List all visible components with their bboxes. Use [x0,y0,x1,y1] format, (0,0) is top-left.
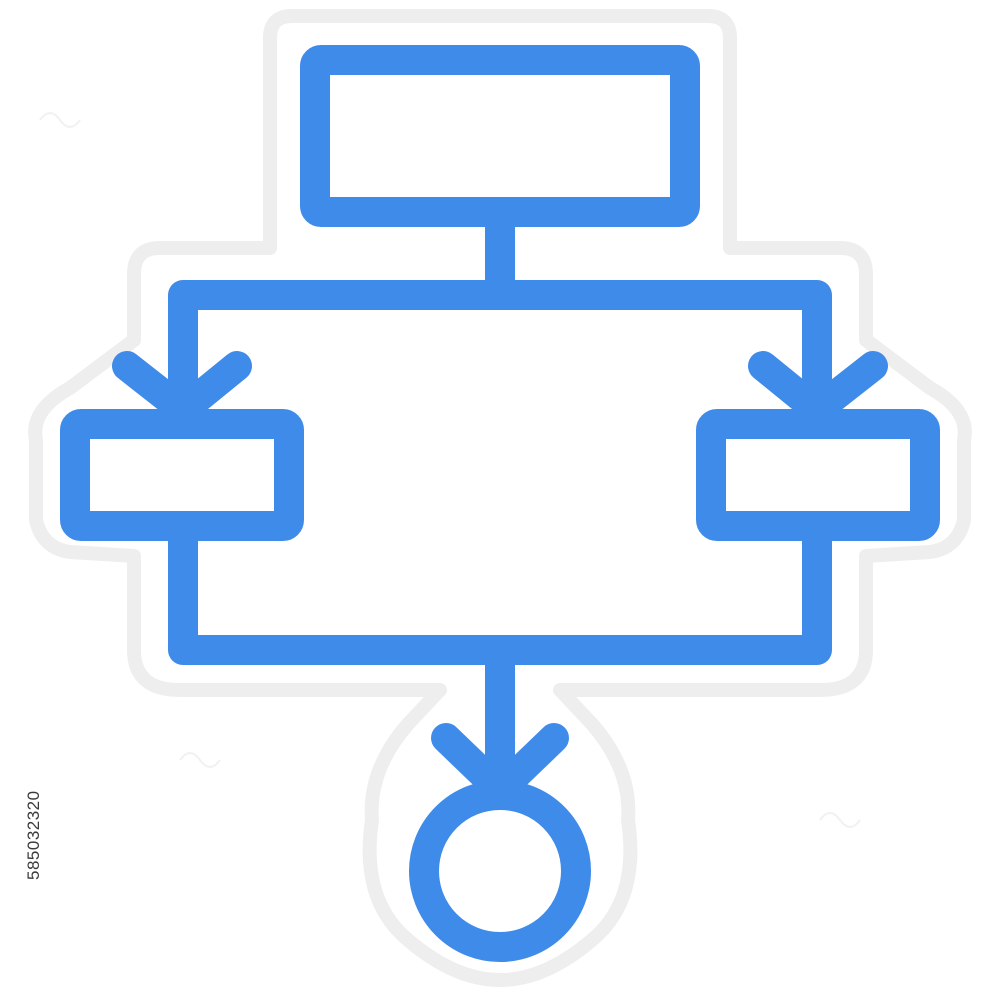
start-box [300,45,700,227]
left-process-box [60,409,304,541]
end-circle [409,780,591,962]
merge-connector [168,511,832,805]
branch-connector [168,197,832,425]
sticker-outline [28,9,972,987]
right-process-box [696,409,940,541]
stock-id-watermark: 585032320 [24,790,43,880]
flowchart-icon [60,45,940,962]
